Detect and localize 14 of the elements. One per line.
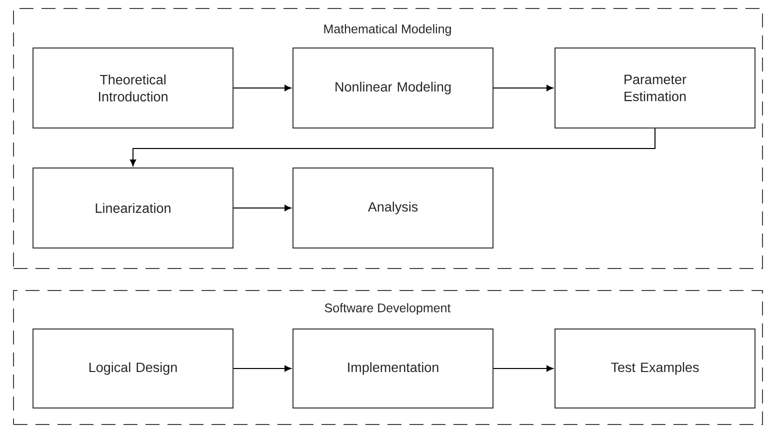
process-box: Test Examples <box>554 328 756 408</box>
process-box: Parameter Estimation <box>554 48 756 128</box>
process-box: Nonlinear Modeling <box>292 48 494 128</box>
process-box: Logical Design <box>32 328 234 408</box>
arrow <box>493 84 554 92</box>
arrow <box>233 204 292 212</box>
process-box: Linearization <box>32 168 234 248</box>
arrow <box>233 84 292 92</box>
arrow <box>233 365 292 372</box>
arrow <box>493 365 554 372</box>
process-box: Implementation <box>292 328 494 408</box>
process-box: Theoretical Introduction <box>32 48 234 128</box>
arrow <box>130 128 656 166</box>
process-box: Analysis <box>292 168 494 248</box>
